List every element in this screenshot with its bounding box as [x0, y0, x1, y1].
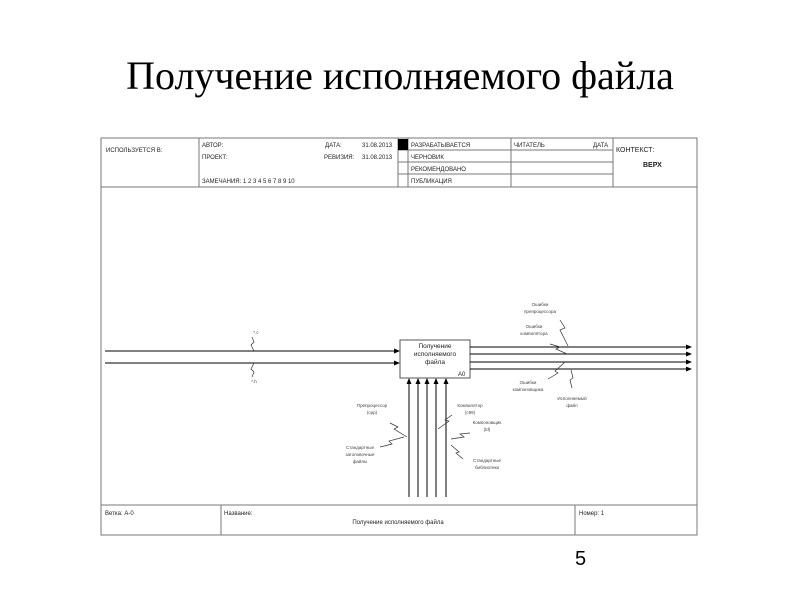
- mechanism-label: Стандартные: [346, 445, 375, 450]
- status-working: РАЗРАБАТЫВАЕТСЯ: [411, 143, 470, 149]
- box-label-2: исполняемого: [414, 351, 457, 358]
- notes: ЗАМЕЧАНИЯ: 1 2 3 4 5 6 7 8 9 10: [202, 179, 295, 185]
- mechanism-label: (ld): [484, 427, 491, 432]
- context-label: КОНТЕКСТ:: [616, 147, 655, 154]
- mechanism-label: (cpp): [367, 410, 378, 415]
- footer-name: Получение исполняемого файла: [352, 519, 444, 526]
- mechanism-label: файлы: [353, 458, 368, 464]
- date-value: 31.08.2013: [362, 143, 393, 149]
- mechanism-label: Препроцессор: [357, 403, 388, 408]
- revision-value: 31.08.2013: [362, 155, 393, 161]
- slide-title: Получение исполняемого файла: [126, 53, 674, 98]
- footer-node: Ветка: A-0: [105, 511, 134, 517]
- mechanism-label: (c99): [465, 410, 476, 415]
- status-publication: ПУБЛИКАЦИЯ: [411, 179, 452, 185]
- status-marker: [398, 139, 408, 150]
- output-label: компоновщика: [513, 387, 544, 392]
- activity-box: [399, 339, 471, 379]
- mechanism-label: заголовочные: [345, 452, 374, 457]
- output-label: компилятора: [520, 331, 548, 336]
- output-label: Ошибки: [526, 324, 543, 329]
- input-label: *.c: [253, 330, 259, 335]
- reader-label: ЧИТАТЕЛЬ: [514, 143, 545, 149]
- frame: [100, 137, 698, 536]
- output-label: Исполняемый: [557, 395, 587, 401]
- mechanism-label: Компилятор: [457, 403, 483, 408]
- box-id: A0: [458, 372, 466, 378]
- output-label: Ошибки: [532, 302, 549, 307]
- author-label: АВТОР:: [202, 143, 224, 149]
- project-label: ПРОЕКТ:: [202, 155, 228, 161]
- reader-date-label: ДАТА: [593, 143, 608, 149]
- footer-name-label: Название:: [224, 511, 253, 517]
- input-label: *.h: [251, 379, 257, 384]
- output-label: Ошибки: [520, 380, 537, 385]
- box-label-1: Получение: [418, 343, 451, 350]
- status-draft: ЧЕРНОВИК: [411, 155, 444, 161]
- used-in-label: ИСПОЛЬЗУЕТСЯ В:: [106, 148, 163, 154]
- mechanism-label: Стандартные: [473, 458, 502, 463]
- box-label-3: файла: [425, 358, 445, 366]
- squiggle-connectors: [250, 319, 574, 460]
- output-label: препроцессора: [524, 309, 556, 314]
- footer-number: Номер: 1: [579, 511, 605, 517]
- context-value: ВЕРХ: [643, 162, 662, 169]
- status-recommended: РЕКОМЕНДОВАНО: [411, 167, 466, 173]
- output-label: файл: [566, 402, 578, 408]
- revision-label: РЕВИЗИЯ:: [324, 155, 355, 161]
- mechanism-label: библиотеки: [475, 465, 499, 470]
- date-label: ДАТА:: [325, 143, 342, 149]
- mechanism-label: Компоновщик: [473, 420, 502, 425]
- page-number: 5: [575, 548, 587, 570]
